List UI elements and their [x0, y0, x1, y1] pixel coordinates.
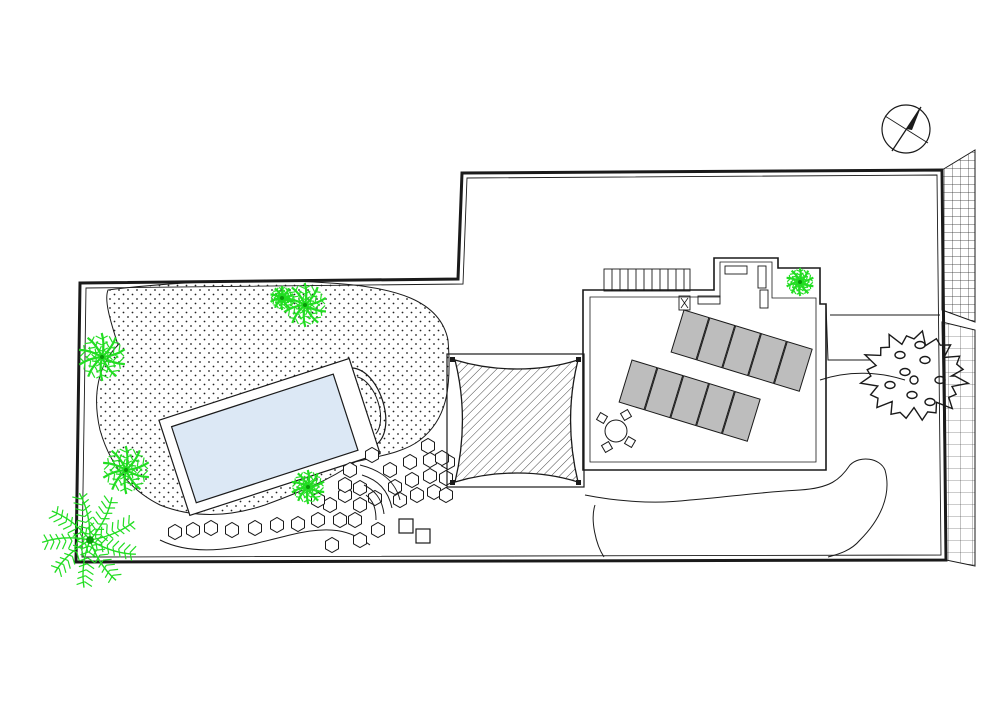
tree-canopy — [858, 329, 971, 422]
table-and-chairs — [595, 408, 637, 454]
hexagon-paver — [311, 511, 325, 529]
solar-panel — [670, 375, 710, 427]
hexagon-paver — [423, 451, 437, 469]
tree-leaf-mark — [894, 350, 906, 360]
hexagon-paver — [405, 471, 419, 489]
hexagon-paver — [423, 467, 437, 485]
solar-panel — [696, 317, 736, 369]
solar-panel-row — [618, 359, 761, 442]
hexagon-paver — [291, 515, 305, 533]
hexagon-paver — [439, 469, 453, 487]
hexagon-paver — [421, 437, 435, 455]
palm-plant — [102, 445, 150, 495]
stairs — [603, 268, 691, 292]
hexagon-paver — [383, 461, 397, 479]
tree-leaf-mark — [884, 380, 896, 390]
palm-plant — [269, 285, 295, 311]
solar-panel — [747, 333, 787, 384]
hexagon-paver — [371, 521, 385, 539]
tree-leaf-mark — [914, 340, 926, 350]
hexagon-paver — [427, 483, 441, 501]
solar-panel — [695, 383, 735, 434]
hexagon-paver — [186, 521, 200, 539]
shade-pergola — [446, 353, 585, 488]
palm-plants — [41, 267, 814, 588]
solar-panel — [644, 367, 684, 419]
deciduous-tree — [858, 329, 971, 422]
hexagon-paver — [168, 523, 182, 541]
roof-unit-d — [697, 295, 721, 305]
hexagon-paver — [365, 446, 379, 464]
hexagon-paver — [323, 496, 337, 514]
tree-leaf-mark — [899, 367, 911, 377]
square-planters — [398, 518, 431, 544]
hexagon-paver — [225, 521, 239, 539]
tree-leaf-mark — [919, 355, 931, 365]
solar-panel — [670, 309, 710, 361]
hexagon-paver — [343, 461, 357, 479]
solar-panel-row — [670, 309, 813, 392]
garden-path-edge — [159, 529, 371, 551]
hexagon-paver — [353, 496, 367, 514]
hexagon-paver — [333, 511, 347, 529]
tree-leaf-mark — [906, 390, 918, 400]
hexagon-paver — [353, 531, 367, 549]
walkway-outlines — [584, 304, 940, 558]
palm-plant — [78, 332, 126, 382]
hexagon-paver — [248, 519, 262, 537]
hexagon-paver — [348, 511, 362, 529]
solar-panel — [721, 390, 761, 442]
swimming-pool — [158, 357, 387, 517]
roof-unit-c — [759, 289, 769, 309]
tree-leaf-mark — [934, 375, 946, 385]
hexagon-paver — [325, 536, 339, 554]
hexagon-paver — [204, 519, 218, 537]
hexagon-paver — [403, 453, 417, 471]
hexagon-paver — [353, 479, 367, 497]
house-roof — [582, 257, 827, 471]
roof-unit-b — [757, 265, 767, 289]
hexagon-paver — [435, 449, 449, 467]
hexagon-paver — [338, 476, 352, 494]
roof-unit-a — [724, 265, 748, 275]
palm-plant — [786, 267, 814, 297]
solar-panel — [773, 340, 813, 392]
tree-leaf-mark — [924, 397, 936, 407]
hexagon-paver — [439, 486, 453, 504]
hexagon-pavers — [168, 437, 455, 554]
solar-panel — [618, 359, 658, 411]
palm-plant — [291, 469, 325, 505]
curved-steps — [359, 464, 401, 521]
hexagon-paver — [338, 486, 352, 504]
hexagon-paver — [410, 486, 424, 504]
hexagon-paver — [270, 516, 284, 534]
tree-trunk — [909, 375, 919, 385]
palm-plant — [41, 492, 137, 588]
palm-plant — [283, 282, 327, 328]
solar-panel — [722, 325, 762, 377]
compass-icon — [881, 104, 931, 154]
solar-panel-array — [618, 309, 813, 442]
